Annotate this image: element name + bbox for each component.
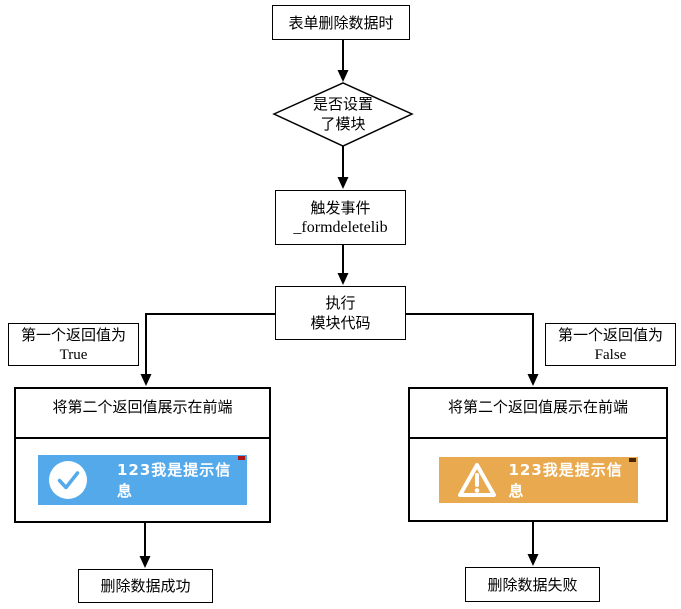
node-display-fail: 将第二个返回值展示在前端 123我是提示信息 xyxy=(408,387,668,522)
display-fail-title: 将第二个返回值展示在前端 xyxy=(410,389,666,439)
node-branch-false: 第一个返回值为 False xyxy=(545,323,676,366)
node-start-label: 表单删除数据时 xyxy=(288,13,394,32)
success-toast-message: 123我是提示信息 xyxy=(117,461,232,500)
execute-module-line-1: 执行 xyxy=(325,294,356,312)
end-success-label: 删除数据成功 xyxy=(100,577,191,595)
trigger-event-line-2: _formdeletelib xyxy=(293,218,388,236)
node-end-success: 删除数据成功 xyxy=(78,569,213,603)
warning-toast: 123我是提示信息 xyxy=(438,456,638,503)
decision-line-2: 了模块 xyxy=(320,115,366,133)
warning-toast-message: 123我是提示信息 xyxy=(508,460,623,500)
node-decision: 是否设置 了模块 xyxy=(273,94,413,134)
arrowheads xyxy=(139,70,539,568)
toast-corner-mark xyxy=(628,457,636,462)
node-execute-module: 执行 模块代码 xyxy=(275,286,406,340)
branch-false-line-2: False xyxy=(594,346,627,363)
success-toast: 123我是提示信息 xyxy=(38,455,247,505)
decision-diamond-shape xyxy=(272,82,414,147)
trigger-event-line-1: 触发事件 xyxy=(310,198,371,217)
branch-true-line-1: 第一个返回值为 xyxy=(20,325,126,344)
branch-true-line-2: True xyxy=(59,346,88,363)
toast-corner-mark xyxy=(238,456,245,460)
node-trigger-event: 触发事件 _formdeletelib xyxy=(275,190,406,245)
display-fail-toast-area: 123我是提示信息 xyxy=(410,439,666,520)
check-circle-icon xyxy=(49,461,87,499)
display-success-toast-area: 123我是提示信息 xyxy=(16,439,269,521)
warning-triangle-icon xyxy=(457,462,497,498)
branch-false-line-1: 第一个返回值为 xyxy=(557,325,663,344)
node-display-success: 将第二个返回值展示在前端 123我是提示信息 xyxy=(14,387,271,523)
execute-module-line-2: 模块代码 xyxy=(310,314,371,332)
node-end-fail: 删除数据失败 xyxy=(465,567,600,602)
node-start: 表单删除数据时 xyxy=(272,5,410,40)
end-fail-label: 删除数据失败 xyxy=(487,575,578,594)
display-success-title: 将第二个返回值展示在前端 xyxy=(16,389,269,439)
decision-line-1: 是否设置 xyxy=(312,95,373,113)
node-branch-true: 第一个返回值为 True xyxy=(8,323,139,366)
